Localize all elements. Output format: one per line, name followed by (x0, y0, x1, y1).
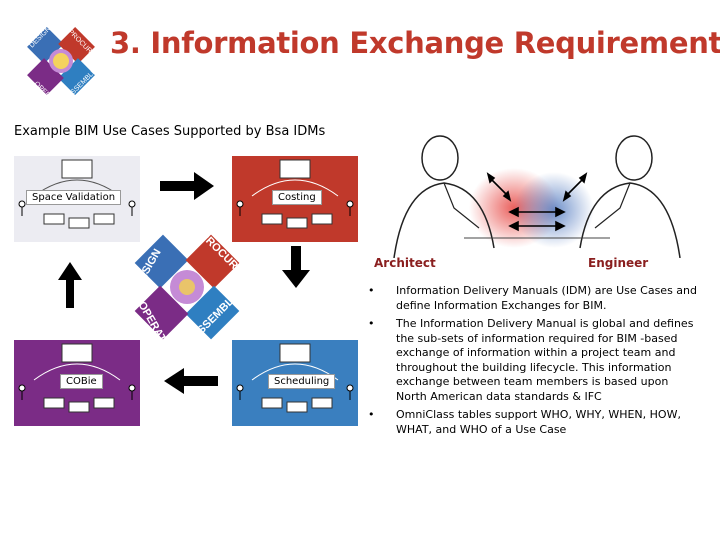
panel-label-scheduling: Scheduling (268, 374, 336, 389)
panel-label-costing: Costing (272, 190, 322, 205)
list-item: • Information Delivery Manuals (IDM) are… (366, 284, 698, 313)
bullet-icon: • (368, 317, 375, 330)
page-subtitle: Example BIM Use Cases Supported by Bsa I… (14, 124, 326, 139)
use-case-panel-space-validation: Space Validation (14, 156, 140, 242)
bullet-text: Information Delivery Manuals (IDM) are U… (396, 284, 697, 312)
use-case-panel-scheduling: Scheduling (232, 340, 358, 426)
bullet-icon: • (368, 408, 375, 421)
list-item: • OmniClass tables support WHO, WHY, WHE… (366, 408, 698, 437)
use-case-panel-cobie: COBie (14, 340, 140, 426)
role-label-engineer: Engineer (588, 256, 649, 270)
bullet-icon: • (368, 284, 375, 297)
process-map-graphic (232, 156, 358, 242)
arrow-down-icon (282, 246, 310, 292)
arrow-left-icon (164, 368, 218, 398)
arrow-up-icon (58, 262, 82, 312)
header-logo: DESIGN PROCURE OPERATE ASSEMBLE (18, 18, 104, 109)
arrow-right-icon (160, 172, 214, 204)
bullet-text: The Information Delivery Manual is globa… (396, 317, 694, 403)
collaboration-illustration (384, 128, 690, 259)
use-case-panel-costing: Costing (232, 156, 358, 242)
list-item: • The Information Delivery Manual is glo… (366, 317, 698, 404)
page-title: 3. Information Exchange Requirements (110, 26, 720, 60)
bullet-list: • Information Delivery Manuals (IDM) are… (366, 284, 698, 437)
bullet-text: OmniClass tables support WHO, WHY, WHEN,… (396, 408, 681, 436)
panel-label-cobie: COBie (60, 374, 103, 389)
role-label-architect: Architect (374, 256, 436, 270)
lifecycle-logo: DESIGN PROCURE OPERATE ASSEMBLE (122, 222, 252, 352)
process-map-graphic (14, 340, 140, 426)
panel-label-space-validation: Space Validation (26, 190, 122, 205)
